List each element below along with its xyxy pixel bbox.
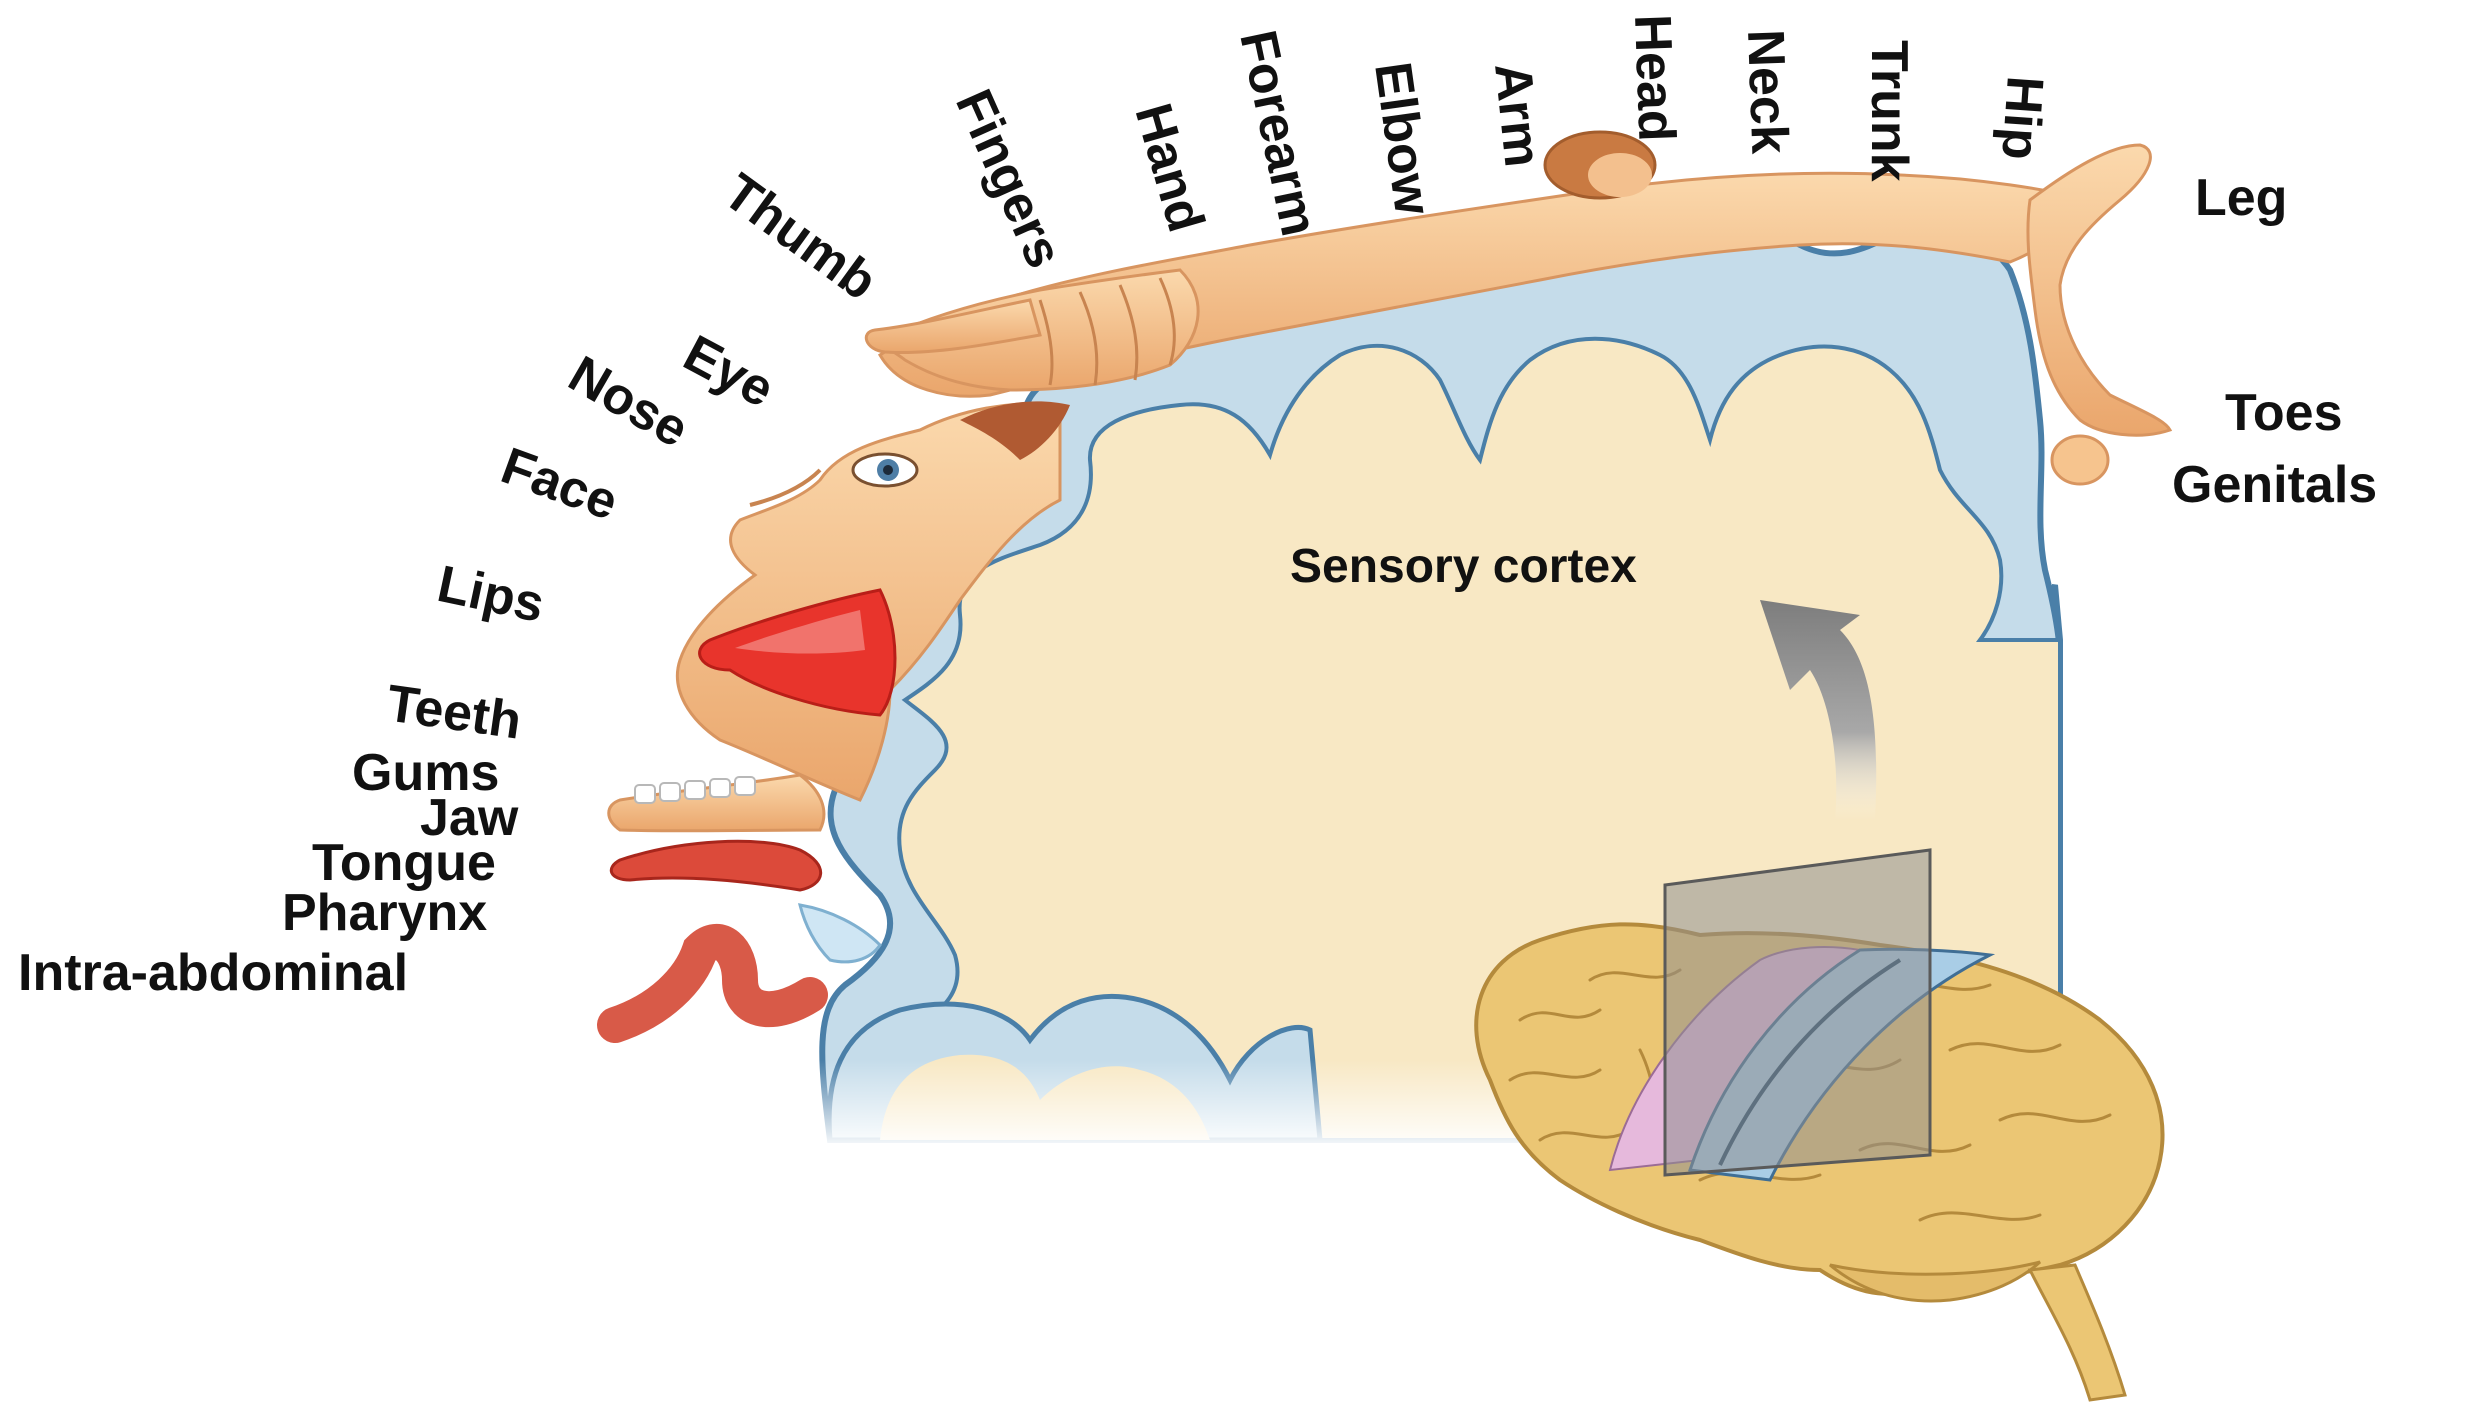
label-nose: Nose	[559, 345, 698, 459]
label-teeth: Teeth	[383, 674, 525, 750]
homunculus-genitals	[2052, 436, 2108, 484]
label-face: Face	[494, 437, 625, 532]
homunculus-tongue	[611, 841, 820, 890]
label-head: Head	[1623, 13, 1685, 142]
label-hand: Hand	[1123, 97, 1215, 238]
slice-plane	[1665, 850, 1930, 1175]
label-intra-abdominal: Intra-abdominal	[18, 944, 408, 1002]
label-lips: Lips	[433, 555, 550, 634]
label-leg: Leg	[2195, 169, 2287, 227]
label-forearm: Forearm	[1228, 25, 1328, 241]
label-genitals: Genitals	[2172, 456, 2377, 514]
label-sensory-cortex: Sensory cortex	[1290, 540, 1637, 593]
label-arm: Arm	[1483, 60, 1552, 170]
label-neck: Neck	[1736, 28, 1798, 154]
homunculus-leg	[2028, 145, 2170, 435]
label-hip: Hip	[1990, 74, 2054, 162]
homunculus-intestine	[615, 942, 810, 1025]
label-pharynx: Pharynx	[282, 884, 487, 942]
label-thumb: Thumb	[713, 163, 887, 312]
homunculus-pharynx	[800, 905, 880, 962]
label-trunk: Trunk	[1860, 40, 1918, 182]
label-fingers: Fingers	[944, 81, 1073, 276]
brain-stem	[2030, 1265, 2125, 1400]
label-toes: Toes	[2225, 384, 2343, 442]
label-elbow: Elbow	[1363, 59, 1442, 219]
